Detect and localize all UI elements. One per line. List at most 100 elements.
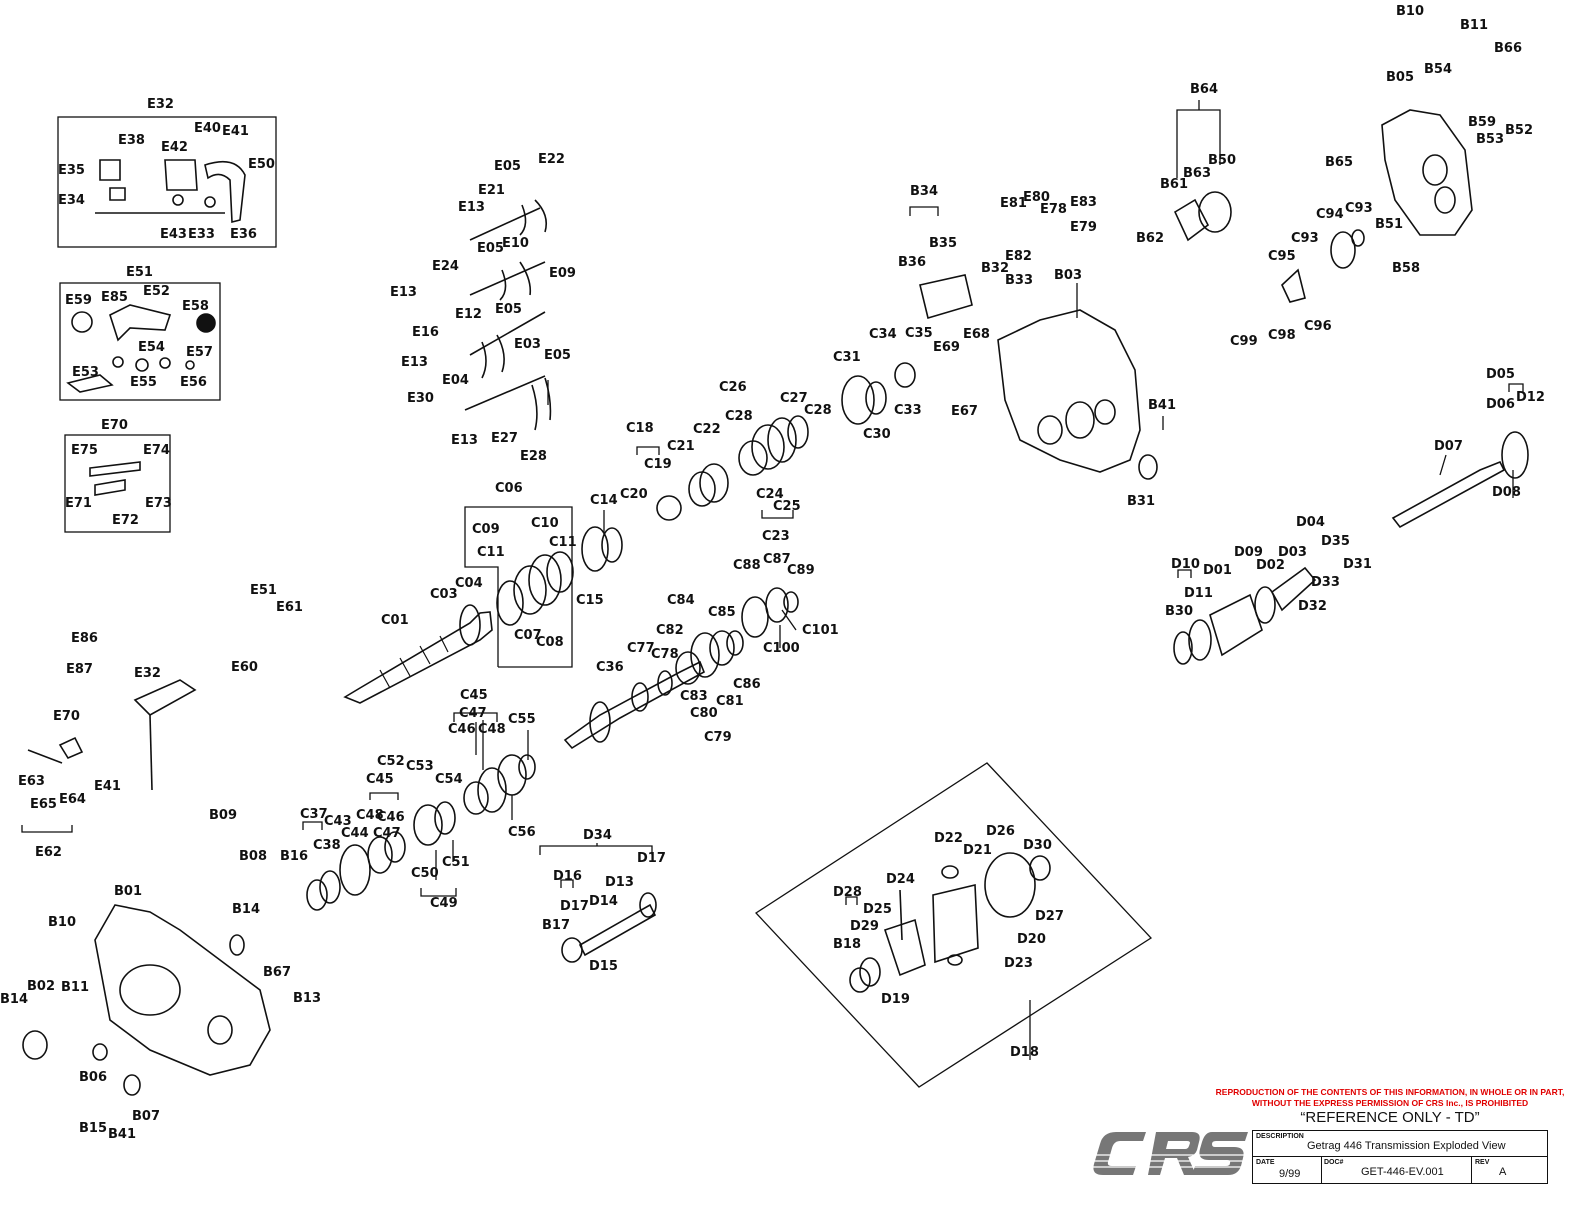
callout-label-b06: B06 xyxy=(79,1070,107,1085)
callout-label-c53: C53 xyxy=(406,759,434,774)
callout-label-c48: C48 xyxy=(478,722,506,737)
callout-label-c93: C93 xyxy=(1291,231,1319,246)
callout-label-c84: C84 xyxy=(667,593,695,608)
callout-label-b62: B62 xyxy=(1136,231,1164,246)
callout-label-e87: E87 xyxy=(66,662,93,677)
callout-label-c31: C31 xyxy=(833,350,861,365)
callout-label-c48: C48 xyxy=(356,808,384,823)
callout-label-c101: C101 xyxy=(802,623,839,638)
callout-label-d32: D32 xyxy=(1298,599,1327,614)
callout-label-d07: D07 xyxy=(1434,439,1463,454)
input-shaft-part xyxy=(343,611,493,704)
callout-label-e65: E65 xyxy=(30,797,57,812)
callout-label-d14: D14 xyxy=(589,894,618,909)
callout-label-c20: C20 xyxy=(620,487,648,502)
callout-label-d13: D13 xyxy=(605,875,634,890)
callout-label-e05: E05 xyxy=(544,348,571,363)
callout-label-c54: C54 xyxy=(435,772,463,787)
callout-label-e10: E10 xyxy=(502,236,529,251)
callout-label-b66: B66 xyxy=(1494,41,1522,56)
callout-label-e55: E55 xyxy=(130,375,157,390)
callout-label-c01: C01 xyxy=(381,613,409,628)
callout-label-e67: E67 xyxy=(951,404,978,419)
callout-label-e16: E16 xyxy=(412,325,439,340)
callout-label-d34: D34 xyxy=(583,828,612,843)
callout-label-c14: C14 xyxy=(590,493,618,508)
callout-label-c45: C45 xyxy=(366,772,394,787)
callout-label-c03: C03 xyxy=(430,587,458,602)
callout-label-c35: C35 xyxy=(905,326,933,341)
callout-label-e85: E85 xyxy=(101,290,128,305)
part-outlines xyxy=(22,109,1529,1096)
callout-label-b18: B18 xyxy=(833,937,861,952)
callout-label-b65: B65 xyxy=(1325,155,1353,170)
callout-label-e13: E13 xyxy=(458,200,485,215)
callout-label-b14: B14 xyxy=(232,902,260,917)
callout-label-e50: E50 xyxy=(248,157,275,172)
callout-label-e12: E12 xyxy=(455,307,482,322)
callout-label-e56: E56 xyxy=(180,375,207,390)
callout-label-e40: E40 xyxy=(194,121,221,136)
callout-label-b05: B05 xyxy=(1386,70,1414,85)
date-value: 9/99 xyxy=(1279,1168,1301,1180)
callout-label-c50: C50 xyxy=(411,866,439,881)
callout-label-b17: B17 xyxy=(542,918,570,933)
callout-label-e71: E71 xyxy=(65,496,92,511)
callout-label-b02: B02 xyxy=(27,979,55,994)
callout-label-e05: E05 xyxy=(494,159,521,174)
callout-label-e36: E36 xyxy=(230,227,257,242)
callout-label-e69: E69 xyxy=(933,340,960,355)
clutch-housing-part xyxy=(94,904,271,1076)
callout-label-c28: C28 xyxy=(804,403,832,418)
callout-label-b52: B52 xyxy=(1505,123,1533,138)
callout-label-b63: B63 xyxy=(1183,166,1211,181)
callout-label-b61: B61 xyxy=(1160,177,1188,192)
callout-label-d23: D23 xyxy=(1004,956,1033,971)
callout-label-c83: C83 xyxy=(680,689,708,704)
callout-label-b15: B15 xyxy=(79,1121,107,1136)
callout-label-c77: C77 xyxy=(627,641,655,656)
callout-label-e74: E74 xyxy=(143,443,170,458)
callout-label-c46: C46 xyxy=(377,810,405,825)
date-caption: DATE xyxy=(1256,1159,1275,1166)
callout-label-c43: C43 xyxy=(324,814,352,829)
callout-label-c07: C07 xyxy=(514,628,542,643)
callout-label-d17: D17 xyxy=(560,899,589,914)
callout-label-d05: D05 xyxy=(1486,367,1515,382)
callout-label-e79: E79 xyxy=(1070,220,1097,235)
callout-label-e38: E38 xyxy=(118,133,145,148)
callout-label-c51: C51 xyxy=(442,855,470,870)
callout-label-c82: C82 xyxy=(656,623,684,638)
callout-label-c87: C87 xyxy=(763,552,791,567)
crs-logo xyxy=(1088,1132,1250,1175)
callout-label-c23: C23 xyxy=(762,529,790,544)
callout-label-d06: D06 xyxy=(1486,397,1515,412)
callout-label-e51: E51 xyxy=(250,583,277,598)
callout-label-d10: D10 xyxy=(1171,557,1200,572)
callout-label-e22: E22 xyxy=(538,152,565,167)
callout-label-c30: C30 xyxy=(863,427,891,442)
callout-label-b32: B32 xyxy=(981,261,1009,276)
callout-label-c10: C10 xyxy=(531,516,559,531)
callout-label-e21: E21 xyxy=(478,183,505,198)
callout-label-e43: E43 xyxy=(160,227,187,242)
callout-label-c46: C46 xyxy=(448,722,476,737)
callout-label-b09: B09 xyxy=(209,808,237,823)
callout-label-e41: E41 xyxy=(222,124,249,139)
callout-label-b13: B13 xyxy=(293,991,321,1006)
callout-label-d35: D35 xyxy=(1321,534,1350,549)
callout-label-d03: D03 xyxy=(1278,545,1307,560)
callout-label-e81: E81 xyxy=(1000,196,1027,211)
rev-caption: REV xyxy=(1475,1159,1490,1166)
callout-label-e73: E73 xyxy=(145,496,172,511)
callout-label-c18: C18 xyxy=(626,421,654,436)
doc-value: GET-446-EV.001 xyxy=(1361,1166,1444,1178)
callout-label-e61: E61 xyxy=(276,600,303,615)
callout-label-c04: C04 xyxy=(455,576,483,591)
rev-value: A xyxy=(1499,1166,1507,1178)
e51-group-box xyxy=(59,282,221,401)
callout-label-c36: C36 xyxy=(596,660,624,675)
callout-label-c89: C89 xyxy=(787,563,815,578)
callout-label-e32: E32 xyxy=(147,97,174,112)
callout-label-d26: D26 xyxy=(986,824,1015,839)
